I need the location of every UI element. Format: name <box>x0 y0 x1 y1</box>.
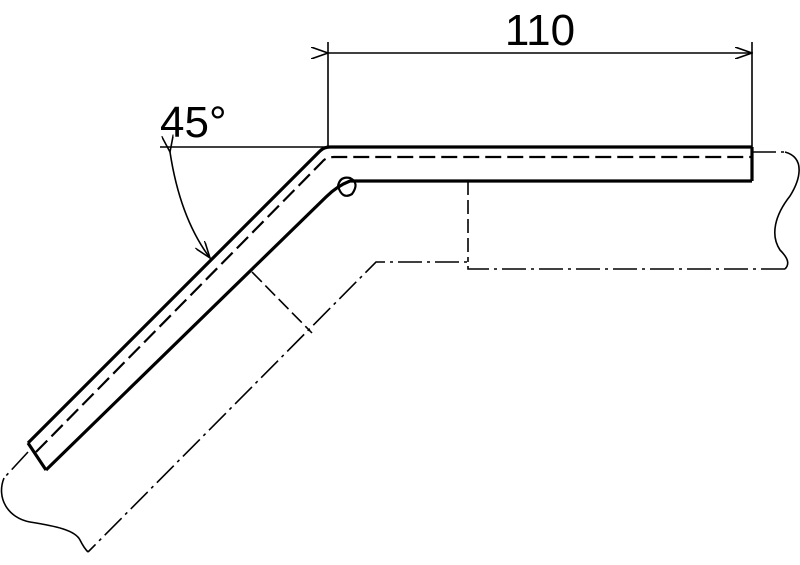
break-line-left <box>0 477 89 553</box>
phantom-outline-lower <box>87 261 785 553</box>
dimension-length-label: 110 <box>505 6 575 55</box>
break-line-right <box>774 151 800 270</box>
phantom-outline-left <box>3 451 29 479</box>
hidden-line <box>35 155 752 453</box>
plate-left-end <box>26 442 48 471</box>
section-cut-angled <box>251 271 313 334</box>
plate-outer-edge <box>26 145 752 445</box>
plate-inner-edge <box>44 179 752 472</box>
dimension-angle-label: 45° <box>160 98 227 147</box>
dim-45-arc <box>170 152 210 258</box>
weld-bead <box>336 176 357 197</box>
